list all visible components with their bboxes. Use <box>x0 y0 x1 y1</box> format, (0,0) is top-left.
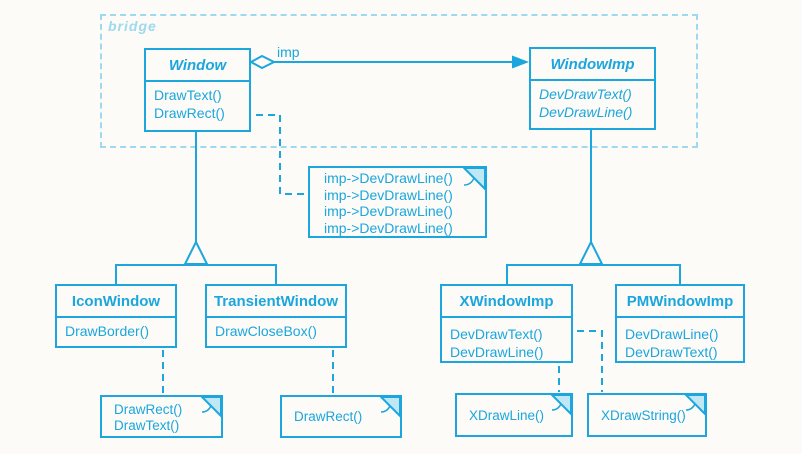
class-windowimp[interactable]: WindowImp DevDrawText() DevDrawLine() <box>529 47 656 130</box>
note-iconwindow: DrawRect() DrawText() <box>100 395 223 438</box>
class-iconwindow[interactable]: IconWindow DrawBorder() <box>55 284 177 348</box>
drawrect-note-connector <box>244 114 306 195</box>
class-xwindowimp[interactable]: XWindowImp DevDrawText() DevDrawLine() <box>440 284 573 363</box>
class-windowimp-title: WindowImp <box>531 49 654 81</box>
note-line: XDrawLine() <box>469 407 545 423</box>
class-transientwindow-title: TransientWindow <box>207 286 345 318</box>
dogear-icon <box>200 396 222 418</box>
note-line: imp->DevDrawLine() <box>324 170 453 186</box>
dogear-icon <box>684 394 706 416</box>
note-line: DrawText() <box>114 417 180 433</box>
note-line: XDrawString() <box>601 407 686 423</box>
method-devdrawtext: DevDrawText() <box>450 326 543 342</box>
class-pmwindowimp-title: PMWindowImp <box>617 286 743 318</box>
note-transientwindow: DrawRect() <box>280 395 402 438</box>
method-drawtext: DrawText() <box>154 87 222 103</box>
method-devdrawtext: DevDrawText() <box>625 344 718 360</box>
class-iconwindow-title: IconWindow <box>57 286 175 318</box>
class-pmwindowimp[interactable]: PMWindowImp DevDrawLine() DevDrawText() <box>615 284 745 363</box>
dogear-icon <box>462 167 486 191</box>
dogear-icon <box>550 394 572 416</box>
method-drawborder: DrawBorder() <box>65 323 150 339</box>
inheritance-triangle-right-icon <box>578 239 604 265</box>
note-line: imp->DevDrawLine() <box>324 203 453 219</box>
left-subclass-connector <box>115 264 277 284</box>
class-window[interactable]: Window DrawText() DrawRect() <box>144 48 251 132</box>
note-xdrawstring: XDrawString() <box>587 393 707 437</box>
class-xwindowimp-title: XWindowImp <box>442 286 571 318</box>
note-imp-devdrawline: imp->DevDrawLine() imp->DevDrawLine() im… <box>308 166 487 238</box>
method-devdrawline: DevDrawLine() <box>625 326 719 342</box>
method-devdrawline: DevDrawLine() <box>539 103 633 120</box>
class-window-title: Window <box>146 50 249 82</box>
note-xdrawline: XDrawLine() <box>455 393 573 437</box>
note-line: imp->DevDrawLine() <box>324 186 453 203</box>
method-drawrect: DrawRect() <box>154 104 225 121</box>
note-line: DrawRect() <box>114 402 183 417</box>
note-line: imp->DevDrawLine() <box>324 219 453 236</box>
right-subclass-connector <box>506 264 681 284</box>
method-devdrawline: DevDrawLine() <box>450 344 544 360</box>
note-line: DrawRect() <box>294 409 363 424</box>
dogear-icon <box>379 396 401 418</box>
method-drawclosebox: DrawCloseBox() <box>215 323 317 339</box>
method-devdrawtext: DevDrawText() <box>539 86 632 102</box>
association-label-imp: imp <box>277 44 300 60</box>
bridge-frame <box>100 14 698 148</box>
inheritance-triangle-left-icon <box>183 239 209 265</box>
devdrawtext-note-connector <box>565 330 603 392</box>
class-transientwindow[interactable]: TransientWindow DrawCloseBox() <box>205 284 347 348</box>
aggregation-diamond-icon <box>248 54 277 70</box>
arrowhead-icon <box>512 55 529 69</box>
bridge-frame-label: bridge <box>108 18 157 34</box>
